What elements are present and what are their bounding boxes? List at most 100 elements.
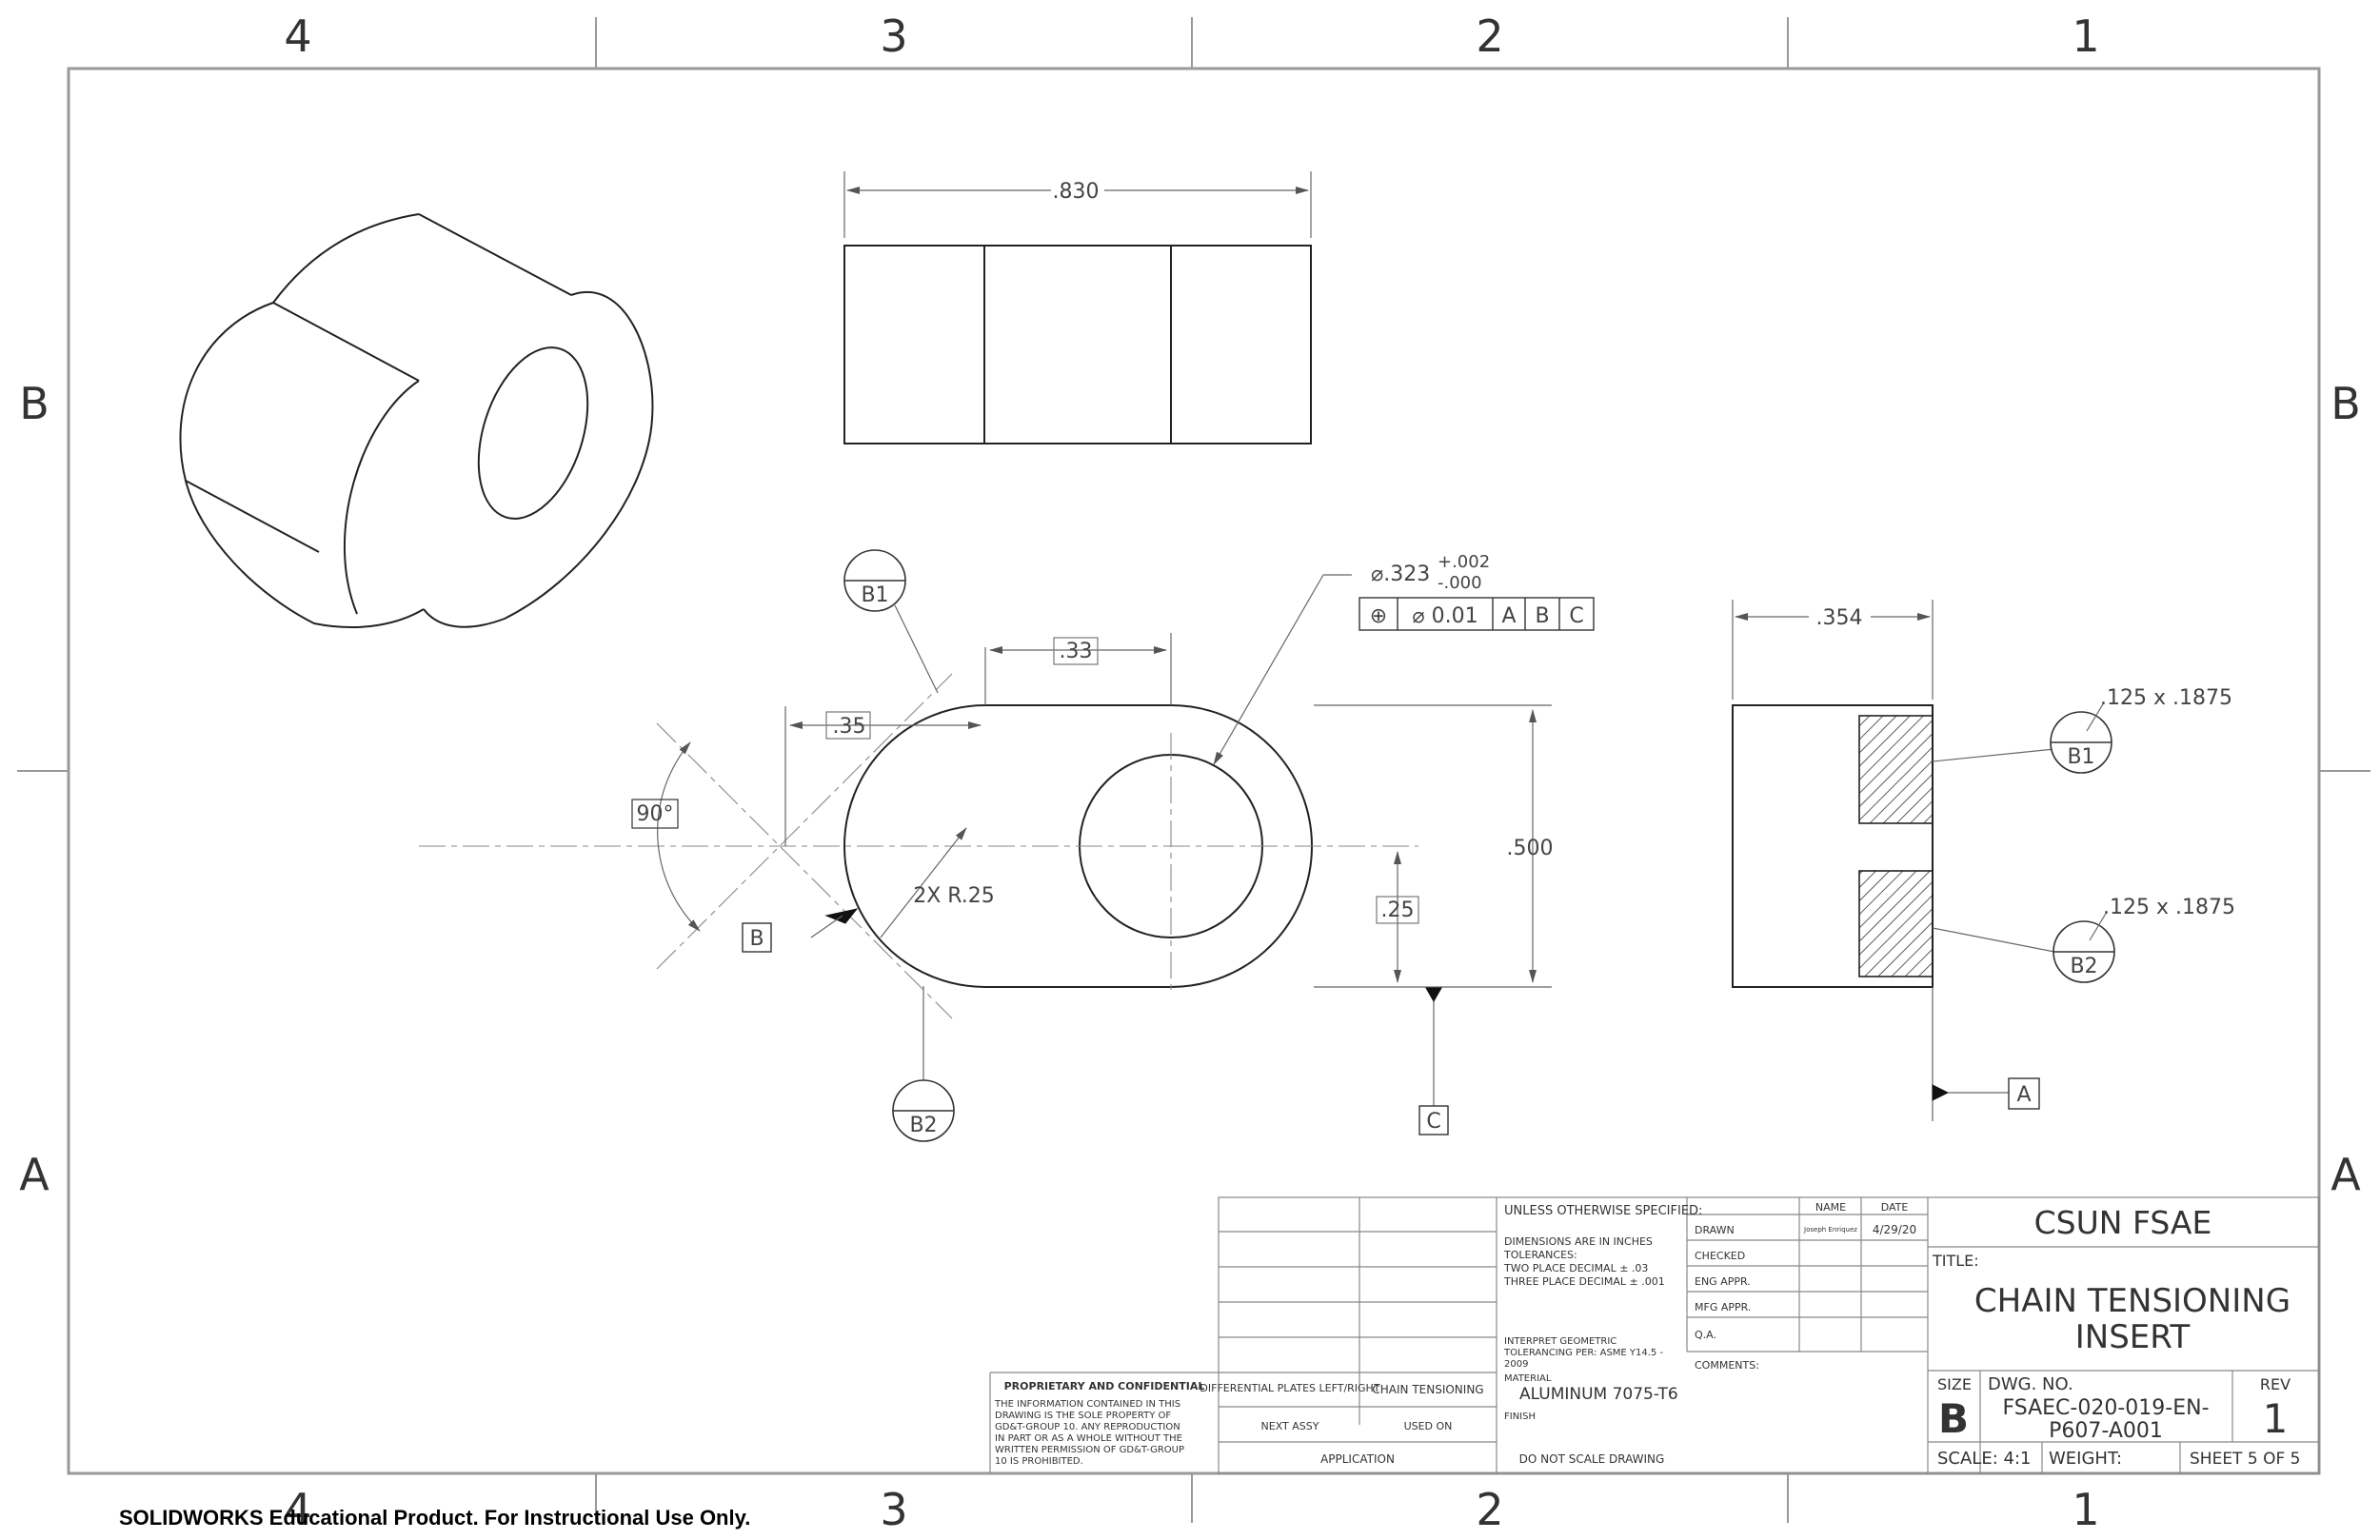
isometric-view [179, 213, 654, 628]
tb-next-assy-label: NEXT ASSY [1261, 1420, 1319, 1432]
zone-row-a-left: A [19, 1149, 50, 1200]
tb-eng-appr-label: ENG APPR. [1695, 1275, 1751, 1288]
zone-ticks [17, 17, 2370, 1523]
balloon-b1-side-label: B1 [2067, 745, 2094, 769]
tb-dwg-no-label: DWG. NO. [1988, 1374, 2073, 1394]
datum-a-box [2008, 1077, 2040, 1110]
dim-hole-tol-plus: +.002 [1438, 552, 1490, 572]
tb-drawn-label: DRAWN [1695, 1224, 1735, 1236]
tb-do-not-scale: DO NOT SCALE DRAWING [1519, 1452, 1665, 1466]
tb-proprietary-line-2: DRAWING IS THE SOLE PROPERTY OF [995, 1411, 1171, 1421]
zone-col-2-bottom: 2 [1476, 1484, 1503, 1535]
balloon-b1-front-label: B1 [861, 583, 888, 607]
dim-center-offset: .35 [833, 715, 866, 739]
side-view [1732, 600, 2055, 1121]
tb-rev-label: REV [2260, 1375, 2291, 1393]
tb-company: CSUN FSAE [2034, 1204, 2212, 1241]
tb-next-assy-value: DIFFERENTIAL PLATES LEFT/RIGHT [1200, 1382, 1379, 1394]
tb-interpret-1: INTERPRET GEOMETRIC [1504, 1336, 1616, 1347]
fcf-tolerance: ⌀ 0.01 [1412, 604, 1478, 628]
zone-row-a-right: A [2330, 1149, 2361, 1200]
educational-watermark: SOLIDWORKS Educational Product. For Inst… [119, 1506, 750, 1530]
zone-col-2-top: 2 [1476, 10, 1503, 62]
top-view [843, 171, 1312, 444]
thread-b2-callout: .125 x .1875 [2103, 896, 2235, 919]
dim-radius: 2X R.25 [913, 884, 995, 908]
dim-half-height: .25 [1381, 898, 1415, 922]
tb-proprietary-line-5: WRITTEN PERMISSION OF GD&T-GROUP [995, 1445, 1184, 1455]
tb-proprietary-title: PROPRIETARY AND CONFIDENTIAL [1004, 1380, 1205, 1392]
tb-date-header: DATE [1881, 1201, 1909, 1214]
feature-control-frame [1359, 597, 1595, 631]
zone-col-1-bottom: 1 [2072, 1484, 2099, 1535]
tb-material: ALUMINUM 7075-T6 [1519, 1385, 1678, 1404]
title-block-grid [989, 1196, 2320, 1474]
tb-scale: SCALE: 4:1 [1937, 1449, 2031, 1469]
tb-weight: WEIGHT: [2049, 1449, 2122, 1469]
tb-interpret-2: TOLERANCING PER: ASME Y14.5 - [1503, 1348, 1663, 1358]
datum-a-label: A [2016, 1083, 2031, 1107]
datum-c-box [1418, 1105, 1449, 1135]
tb-drawn-name: Joseph Enriquez [1803, 1226, 1857, 1234]
tb-name-header: NAME [1815, 1201, 1846, 1214]
tb-two-place: TWO PLACE DECIMAL ± .03 [1503, 1262, 1648, 1274]
dim-hole-box [1053, 637, 1099, 665]
tb-used-on-value: CHAIN TENSIONING [1372, 1383, 1483, 1396]
dim-angle: 90° [637, 802, 674, 826]
fcf-datum-a: A [1501, 604, 1516, 628]
tb-sheet: SHEET 5 OF 5 [2190, 1450, 2300, 1469]
fcf-datum-b: B [1535, 604, 1549, 628]
tb-title-line2: INSERT [2075, 1318, 2191, 1356]
tb-tolerances: TOLERANCES: [1503, 1249, 1577, 1261]
tb-proprietary-line-3: GD&T-GROUP 10. ANY REPRODUCTION [995, 1422, 1180, 1432]
datum-b-box [742, 922, 772, 953]
dim-hole-tol-minus: -.000 [1438, 573, 1482, 593]
tb-rev: 1 [2263, 1395, 2289, 1442]
datum-c-label: C [1426, 1110, 1440, 1134]
dim-overall-width: .830 [1053, 180, 1100, 204]
tb-comments-label: COMMENTS: [1695, 1359, 1759, 1372]
dim-half-box [1376, 896, 1419, 924]
dim-center-box [825, 711, 871, 740]
zone-col-3-bottom: 3 [880, 1484, 907, 1535]
fcf-datum-c: C [1569, 604, 1583, 628]
thread-b1-callout: .125 x .1875 [2100, 686, 2232, 710]
balloon-b1-side [2050, 701, 2112, 774]
balloon-b2-front [892, 1079, 955, 1142]
tb-checked-label: CHECKED [1695, 1250, 1745, 1262]
tb-proprietary-line-6: 10 IS PROHIBITED. [995, 1456, 1083, 1467]
front-view [419, 574, 1552, 1106]
fcf-position-symbol: ⊕ [1370, 604, 1387, 628]
tb-title-line1: CHAIN TENSIONING [1974, 1282, 2291, 1320]
zone-col-1-top: 1 [2072, 10, 2099, 62]
balloon-b2-side [2053, 911, 2115, 983]
balloon-b2-side-label: B2 [2070, 955, 2097, 978]
zone-col-3-top: 3 [880, 10, 907, 62]
zone-col-4-top: 4 [284, 10, 311, 62]
tb-qa-label: Q.A. [1695, 1329, 1716, 1341]
balloon-b2-front-label: B2 [909, 1114, 937, 1137]
tb-dwg-no-line2: P607-A001 [2049, 1419, 2163, 1443]
tb-dwg-no-line1: FSAEC-020-019-EN- [2002, 1396, 2209, 1420]
dim-hole-diameter: ⌀.323 [1371, 563, 1430, 586]
tb-size-label: SIZE [1937, 1375, 1972, 1393]
tb-finish-label: FINISH [1504, 1412, 1536, 1422]
dim-hole-offset: .33 [1060, 640, 1093, 663]
tb-proprietary-line-1: THE INFORMATION CONTAINED IN THIS [994, 1399, 1180, 1410]
tb-three-place: THREE PLACE DECIMAL ± .001 [1503, 1275, 1665, 1288]
tb-mfg-appr-label: MFG APPR. [1695, 1301, 1751, 1313]
tb-title-label: TITLE: [1932, 1252, 1979, 1270]
tb-application-label: APPLICATION [1320, 1452, 1395, 1466]
tb-proprietary-line-4: IN PART OR AS A WHOLE WITHOUT THE [995, 1433, 1182, 1444]
sheet-border [67, 67, 2321, 1475]
tb-dims-inches: DIMENSIONS ARE IN INCHES [1504, 1235, 1653, 1248]
tb-material-label: MATERIAL [1504, 1373, 1552, 1384]
tb-used-on-label: USED ON [1404, 1420, 1453, 1432]
dim-angle-box [631, 799, 679, 829]
dim-side-width: .354 [1816, 606, 1863, 630]
balloon-b1-front [843, 549, 906, 612]
tb-interpret-3: 2009 [1504, 1359, 1528, 1370]
zone-row-b-left: B [19, 378, 50, 429]
zone-col-4-bottom: 4 [284, 1484, 311, 1535]
